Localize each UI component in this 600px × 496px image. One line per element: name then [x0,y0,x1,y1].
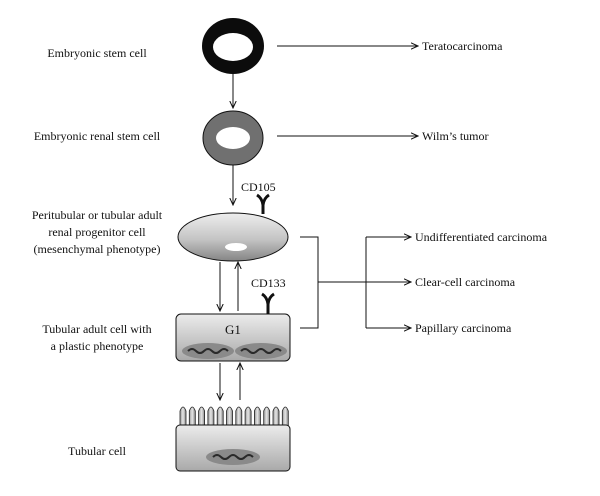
microvillus [188,406,196,427]
outcome-wilms-tumor: Wilm’s tumor [422,129,489,143]
label-embryonic-stem-cell: Embryonic stem cell [47,46,147,60]
marker-cd133-label: CD133 [251,276,286,290]
microvillus [179,406,187,427]
microvillus [272,406,280,427]
outcome-teratocarcinoma: Teratocarcinoma [422,39,503,53]
marker-cd105-label: CD105 [241,180,276,194]
microvillus [198,406,205,427]
microvillus [244,406,252,427]
carcinoma-bracket [300,236,367,329]
progenitor-cell-icon [177,212,289,262]
embryonic-stem-cell-icon [202,18,264,74]
microvillus [216,406,224,427]
label-progenitor-line-2: renal progenitor cell [48,225,146,239]
microvillus [226,406,233,427]
tubular-adult-cell-icon [175,313,291,362]
outcome-clear-cell-carcinoma: Clear-cell carcinoma [415,275,516,289]
marker-g1-label: G1 [225,322,241,337]
label-tubular-cell: Tubular cell [68,444,127,458]
microvillus [263,406,271,427]
outcome-undifferentiated-carcinoma: Undifferentiated carcinoma [415,230,548,244]
cd105-receptor-icon [256,193,270,214]
microvillus [235,406,243,427]
label-tubular-plastic-line-2: a plastic phenotype [51,339,144,353]
label-progenitor-line-1: Peritubular or tubular adult [32,208,163,222]
label-embryonic-renal-stem-cell: Embryonic renal stem cell [34,129,161,143]
cd133-receptor-icon [261,292,275,314]
embryonic-renal-stem-cell-icon [202,110,264,166]
label-tubular-plastic-line-1: Tubular adult cell with [42,322,151,336]
outcome-papillary-carcinoma: Papillary carcinoma [415,321,512,335]
microvillus [254,406,261,427]
label-progenitor-line-3: (mesenchymal phenotype) [34,242,161,256]
microvillus [207,406,215,427]
tubular-cell-icon [175,406,291,472]
microvillus [281,406,289,427]
